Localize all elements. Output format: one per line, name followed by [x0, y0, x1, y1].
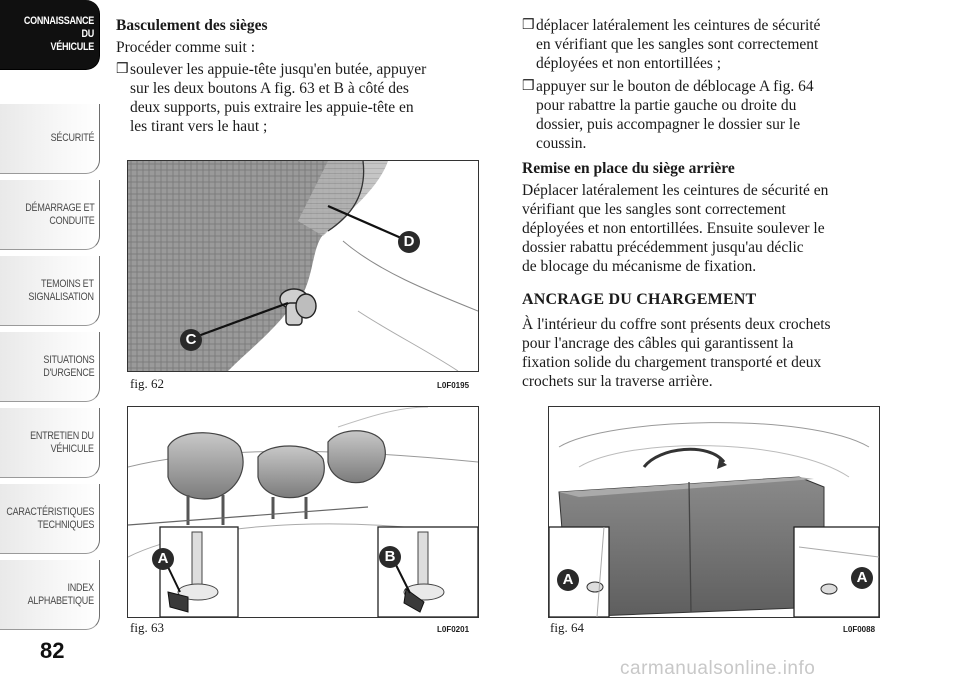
- tab-demarrage-et-conduite[interactable]: DÉMARRAGE ET CONDUITE: [0, 180, 100, 250]
- callout-label-a: A: [851, 567, 873, 589]
- checkbox-bullet-icon: ❒: [522, 79, 535, 94]
- figure-code: L0F0201: [437, 625, 470, 634]
- figure-caption: fig. 64: [550, 620, 584, 635]
- text-line: pour l'ancrage des câbles qui garantisse…: [522, 335, 794, 352]
- tab-securite[interactable]: SÉCURITÉ: [0, 104, 100, 174]
- text-line: dossier, puis accompagner le dossier sur…: [536, 116, 801, 133]
- text-line: À l'intérieur du coffre sont présents de…: [522, 316, 831, 333]
- headrest-illustration: [128, 407, 478, 617]
- callout-label-c: C: [180, 329, 202, 351]
- callout-label-a: A: [152, 548, 174, 570]
- figure-caption: fig. 62: [130, 376, 164, 391]
- text-line: fixation solide du chargement transporté…: [522, 354, 822, 371]
- figure-63-illustration: A B: [127, 406, 479, 618]
- callout-label-b: B: [379, 546, 401, 568]
- text-line: soulever les appuie-tête jusqu'en butée,…: [130, 61, 427, 78]
- checkbox-bullet-icon: ❒: [522, 18, 535, 33]
- tab-temoins-et-signalisation[interactable]: TEMOINS ET SIGNALISATION: [0, 256, 100, 326]
- tab-entretien-du-vehicule[interactable]: ENTRETIEN DU VÉHICULE: [0, 408, 100, 478]
- tab-situations-d-urgence[interactable]: SITUATIONS D'URGENCE: [0, 332, 100, 402]
- paragraph: À l'intérieur du coffre sont présents de…: [522, 315, 922, 391]
- tab-connaissance-du-vehicule[interactable]: CONNAISSANCE DU VÉHICULE: [0, 0, 100, 70]
- text-line: crochets sur la traverse arrière.: [522, 373, 713, 390]
- callout-label-a: A: [557, 569, 579, 591]
- bullet-text: soulever les appuie-tête jusqu'en butée,…: [130, 60, 501, 136]
- text-line: déplacer latéralement les ceintures de s…: [536, 17, 821, 34]
- tab-label: SÉCURITÉ: [50, 132, 95, 144]
- text-line: pour rabattre la partie gauche ou droite…: [536, 97, 797, 114]
- text-line: sur les deux boutons A fig. 63 et B à cô…: [130, 80, 409, 97]
- text-line: de blocage du mécanisme de fixation.: [522, 258, 757, 275]
- section-title: ANCRAGE DU CHARGEMENT: [522, 291, 757, 308]
- left-column: Basculement des sièges Procéder comme su…: [116, 16, 501, 136]
- figure-64-illustration: A A: [548, 406, 880, 618]
- tab-label: TEMOINS ET SIGNALISATION: [28, 277, 95, 303]
- bullet-item: ❒ soulever les appuie-tête jusqu'en buté…: [116, 60, 501, 136]
- text-line: dossier rabattu précédemment jusqu'au dé…: [522, 239, 804, 256]
- right-column: ❒ déplacer latéralement les ceintures de…: [522, 16, 922, 391]
- paragraph: Procéder comme suit :: [116, 39, 256, 56]
- figure-code: L0F0195: [437, 381, 470, 390]
- bullet-item: ❒ appuyer sur le bouton de déblocage A f…: [522, 77, 922, 153]
- paragraph: Déplacer latéralement les ceintures de s…: [522, 181, 922, 276]
- bullet-item: ❒ déplacer latéralement les ceintures de…: [522, 16, 922, 73]
- text-line: Déplacer latéralement les ceintures de s…: [522, 182, 829, 199]
- page-number: 82: [40, 638, 65, 663]
- figure-62-illustration: D C: [127, 160, 479, 372]
- text-line: coussin.: [536, 135, 587, 152]
- chapter-tabs: CONNAISSANCE DU VÉHICULE SÉCURITÉ DÉMARR…: [0, 0, 100, 640]
- tab-label: SITUATIONS D'URGENCE: [42, 353, 95, 379]
- tab-caracteristiques-techniques[interactable]: CARACTÉRISTIQUES TECHNIQUES: [0, 484, 100, 554]
- watermark: carmanualsonline.info: [620, 658, 816, 679]
- bullet-text: déplacer latéralement les ceintures de s…: [536, 16, 922, 73]
- text-line: les tirant vers le haut ;: [130, 118, 268, 135]
- figure-code: L0F0088: [843, 625, 876, 634]
- tab-label: CARACTÉRISTIQUES TECHNIQUES: [6, 505, 95, 531]
- text-line: vérifiant que les sangles sont correctem…: [522, 201, 786, 218]
- figure-caption: fig. 63: [130, 620, 164, 635]
- tab-label: INDEX ALPHABETIQUE: [27, 581, 95, 607]
- tab-label: CONNAISSANCE DU VÉHICULE: [23, 15, 95, 53]
- tab-label: DÉMARRAGE ET CONDUITE: [24, 201, 95, 227]
- section-heading: Basculement des sièges: [116, 17, 268, 34]
- text-line: en vérifiant que les sangles sont correc…: [536, 36, 819, 53]
- text-line: deux supports, puis extraire les appuie-…: [130, 99, 414, 116]
- folding-rear-seat-illustration: [549, 407, 879, 617]
- text-line: déployées et non entortillées ;: [536, 55, 722, 72]
- callout-label-d: D: [398, 231, 420, 253]
- bullet-text: appuyer sur le bouton de déblocage A fig…: [536, 77, 922, 153]
- text-line: déployées et non entortillées. Ensuite s…: [522, 220, 825, 237]
- checkbox-bullet-icon: ❒: [116, 62, 129, 77]
- tab-index-alphabetique[interactable]: INDEX ALPHABETIQUE: [0, 560, 100, 630]
- tab-label: ENTRETIEN DU VÉHICULE: [30, 429, 95, 455]
- text-line: appuyer sur le bouton de déblocage A fig…: [536, 78, 814, 95]
- section-heading: Remise en place du siège arrière: [522, 160, 735, 177]
